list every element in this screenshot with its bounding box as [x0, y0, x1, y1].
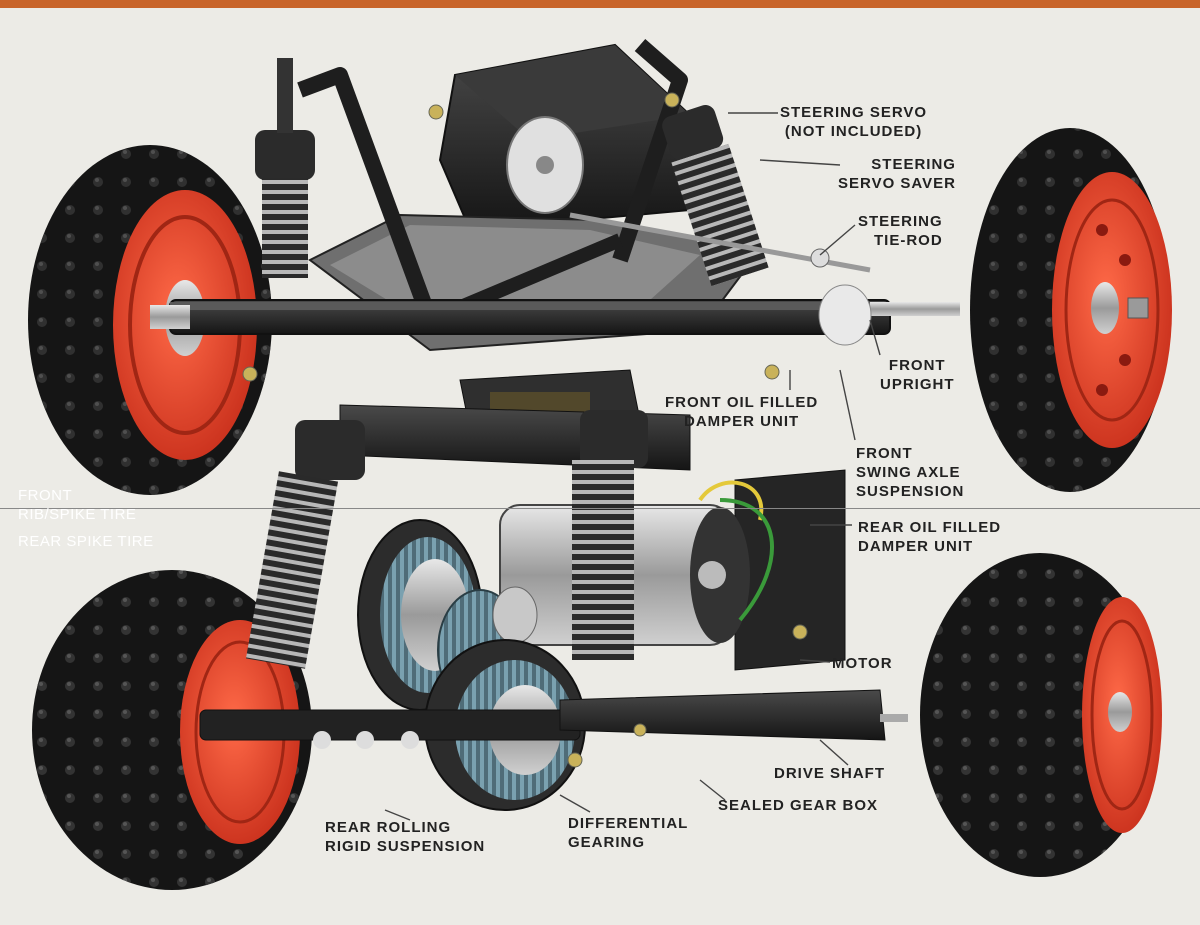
- label-front-damper: FRONT OIL FILLED DAMPER UNIT: [665, 394, 819, 430]
- label-swing-axle: FRONT SWING AXLE SUSPENSION: [856, 445, 965, 500]
- section-divider: [0, 508, 1200, 509]
- rear-assembly: [199, 369, 908, 811]
- label-front-tire: FRONT RIB/SPIKE TIRE: [18, 487, 137, 523]
- label-differential: DIFFERENTIAL GEARING: [568, 815, 689, 851]
- rear-right-wheel: [920, 553, 1162, 877]
- leader-lines: [384, 112, 881, 821]
- label-gear-box: SEALED GEAR BOX: [718, 797, 879, 814]
- label-rear-tire: REAR SPIKE TIRE: [18, 533, 154, 550]
- label-steering-servo: STEERING SERVO (NOT INCLUDED): [780, 104, 928, 140]
- label-front-upright: FRONT UPRIGHT: [880, 357, 955, 393]
- label-tie-rod: STEERING TIE-ROD: [858, 213, 943, 249]
- label-rear-suspension: REAR ROLLING RIGID SUSPENSION: [325, 819, 486, 855]
- label-motor: MOTOR: [832, 655, 893, 672]
- front-chassis: [150, 38, 960, 382]
- label-rear-damper: REAR OIL FILLED DAMPER UNIT: [858, 519, 1002, 555]
- top-color-band: [0, 0, 1200, 8]
- front-right-wheel: [970, 128, 1172, 492]
- label-drive-shaft: DRIVE SHAFT: [774, 765, 886, 782]
- label-servo-saver: STEERING SERVO SAVER: [838, 156, 956, 192]
